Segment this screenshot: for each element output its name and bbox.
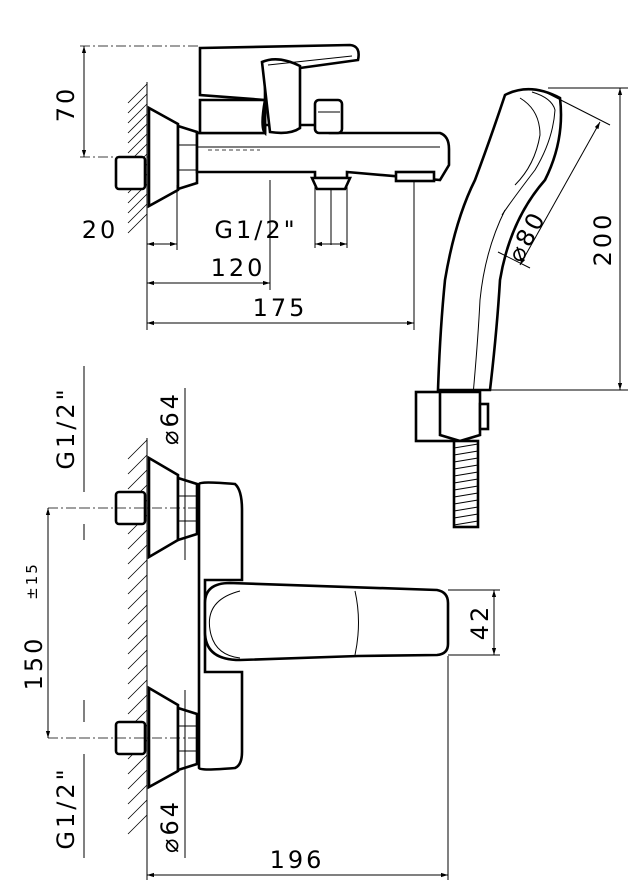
dim-depth-175: 175 [253, 294, 308, 322]
flange-top [147, 455, 180, 560]
dim-flange-bottom: ⌀64 [156, 799, 184, 853]
wall-flange [147, 105, 180, 209]
hex-nut-bottom [176, 706, 199, 772]
flange-bottom [147, 685, 180, 790]
hex-nut-top [176, 476, 199, 542]
dim-thread-top: G1/2" [214, 216, 297, 244]
mixer-body-front [197, 481, 244, 771]
dim-wall-20: 20 [82, 216, 119, 244]
dim-handle-42: 42 [466, 604, 494, 641]
shower-handle [436, 87, 563, 392]
side-view-mixer: 70 20 G1/2" 120 175 [52, 43, 451, 330]
lever-housing [198, 98, 267, 135]
dim-center-tolerance: ±15 [23, 562, 41, 600]
shower-hose [452, 439, 480, 529]
inlet-pipe [114, 155, 147, 191]
dim-height-70: 70 [52, 86, 80, 123]
dim-center-150: 150 [20, 636, 48, 691]
lever-front [260, 57, 302, 135]
tub-outlet [309, 176, 353, 191]
front-view-mixer: 150 ±15 G1/2" G1/2" ⌀64 ⌀64 42 196 [20, 366, 500, 880]
dim-thread-front-bottom: G1/2" [52, 766, 80, 849]
dim-depth-120: 120 [211, 254, 266, 282]
dim-flange-top: ⌀64 [156, 391, 184, 445]
dim-thread-front-top: G1/2" [52, 386, 80, 469]
spout-tip [394, 170, 436, 183]
dim-width-196: 196 [270, 846, 325, 874]
hex-nut [176, 124, 199, 191]
dim-length-200: 200 [589, 212, 617, 267]
diverter-knob [313, 98, 344, 135]
handle-front [203, 581, 450, 662]
